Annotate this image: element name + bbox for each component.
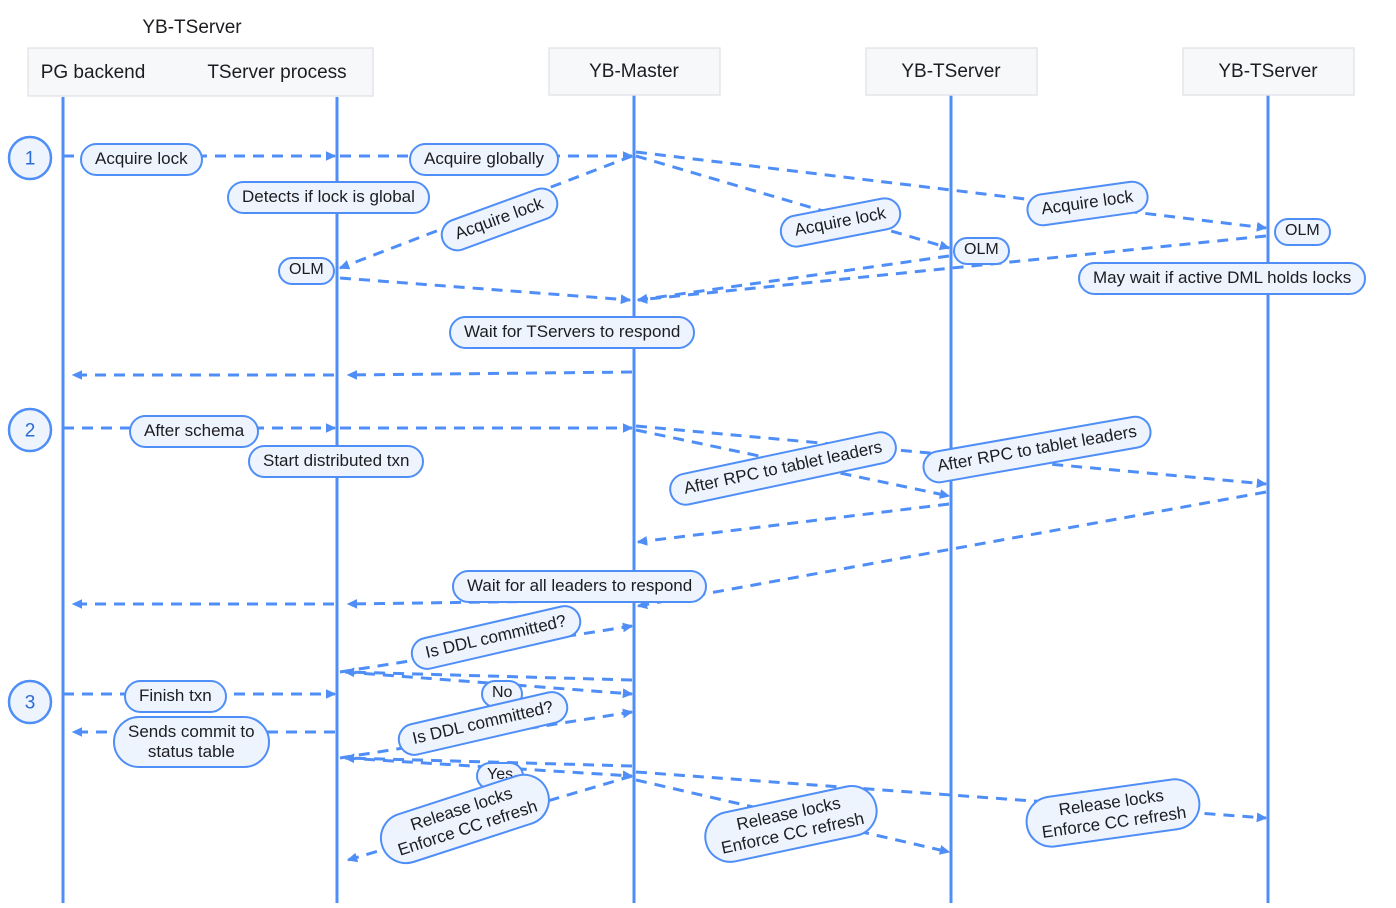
- bubble-acquire-lock-1: Acquire lock: [80, 143, 203, 176]
- header-label-yb-tserver-2: YB-TServer: [1218, 61, 1318, 82]
- bubble-acquire-globally: Acquire globally: [409, 143, 560, 176]
- arrow-acquire-lock-master-to-ts2: [635, 150, 1268, 232]
- bubble-wait-for-all-leaders-to-respond: Wait for all leaders to respond: [452, 570, 708, 603]
- bubble-finish-txn: Finish txn: [124, 680, 227, 713]
- step-number-2: 2: [25, 421, 36, 442]
- bubble-detects-if-lock-is-global: Detects if lock is global: [227, 181, 430, 214]
- bubble-may-wait-if-active-dml-holds-locks: May wait if active DML holds locks: [1078, 262, 1367, 295]
- lifelines: [61, 95, 1270, 903]
- header-box-yb-master: [548, 47, 721, 96]
- bubble-after-schema: After schema: [129, 415, 260, 448]
- bubble-olm-ts1: OLM: [953, 237, 1010, 265]
- arrow-return-ts1-to-master-step2: [636, 502, 950, 546]
- arrow-release-locks-master-to-ts2: [635, 770, 1268, 823]
- step-circle-3: [7, 679, 53, 725]
- bubble-wait-for-tservers-to-respond: Wait for TServers to respond: [449, 316, 696, 349]
- group-title: YB-TServer: [142, 17, 242, 38]
- arrow-after-rpc-master-to-ts2: [635, 424, 1268, 489]
- step-markers: 1 2 3: [7, 135, 53, 725]
- header-label-tserver-process: TServer process: [207, 62, 346, 83]
- step-circle-2: [7, 407, 53, 453]
- arrow-return-ts2-to-master: [636, 234, 1267, 304]
- header-box-yb-tserver-2: [1182, 47, 1355, 96]
- header-label-pg-backend: PG backend: [41, 62, 146, 83]
- participant-headers: YB-TServer PG backend TServer process YB…: [27, 17, 1355, 97]
- step-number-3: 3: [25, 693, 36, 714]
- header-label-yb-master: YB-Master: [589, 61, 679, 82]
- header-box-tserver-group: [27, 47, 374, 97]
- arrow-master-to-ts0-step1-return: [346, 370, 633, 380]
- bubble-start-distributed-txn: Start distributed txn: [248, 445, 425, 478]
- header-label-yb-tserver-1: YB-TServer: [901, 61, 1001, 82]
- bubble-olm-ts2: OLM: [1274, 218, 1331, 246]
- arrow-return-ts0-to-master: [339, 276, 632, 305]
- step-circle-1: [7, 135, 53, 181]
- header-box-yb-tserver-1: [865, 47, 1038, 96]
- step-number-1: 1: [25, 149, 36, 170]
- arrow-acquire-lock-master-to-ts1: [635, 154, 951, 251]
- bubble-olm-ts0: OLM: [278, 257, 335, 285]
- bubble-sends-commit-to-status-table: Sends commit to status table: [113, 716, 270, 769]
- arrow-return-ts1-to-master: [636, 254, 950, 304]
